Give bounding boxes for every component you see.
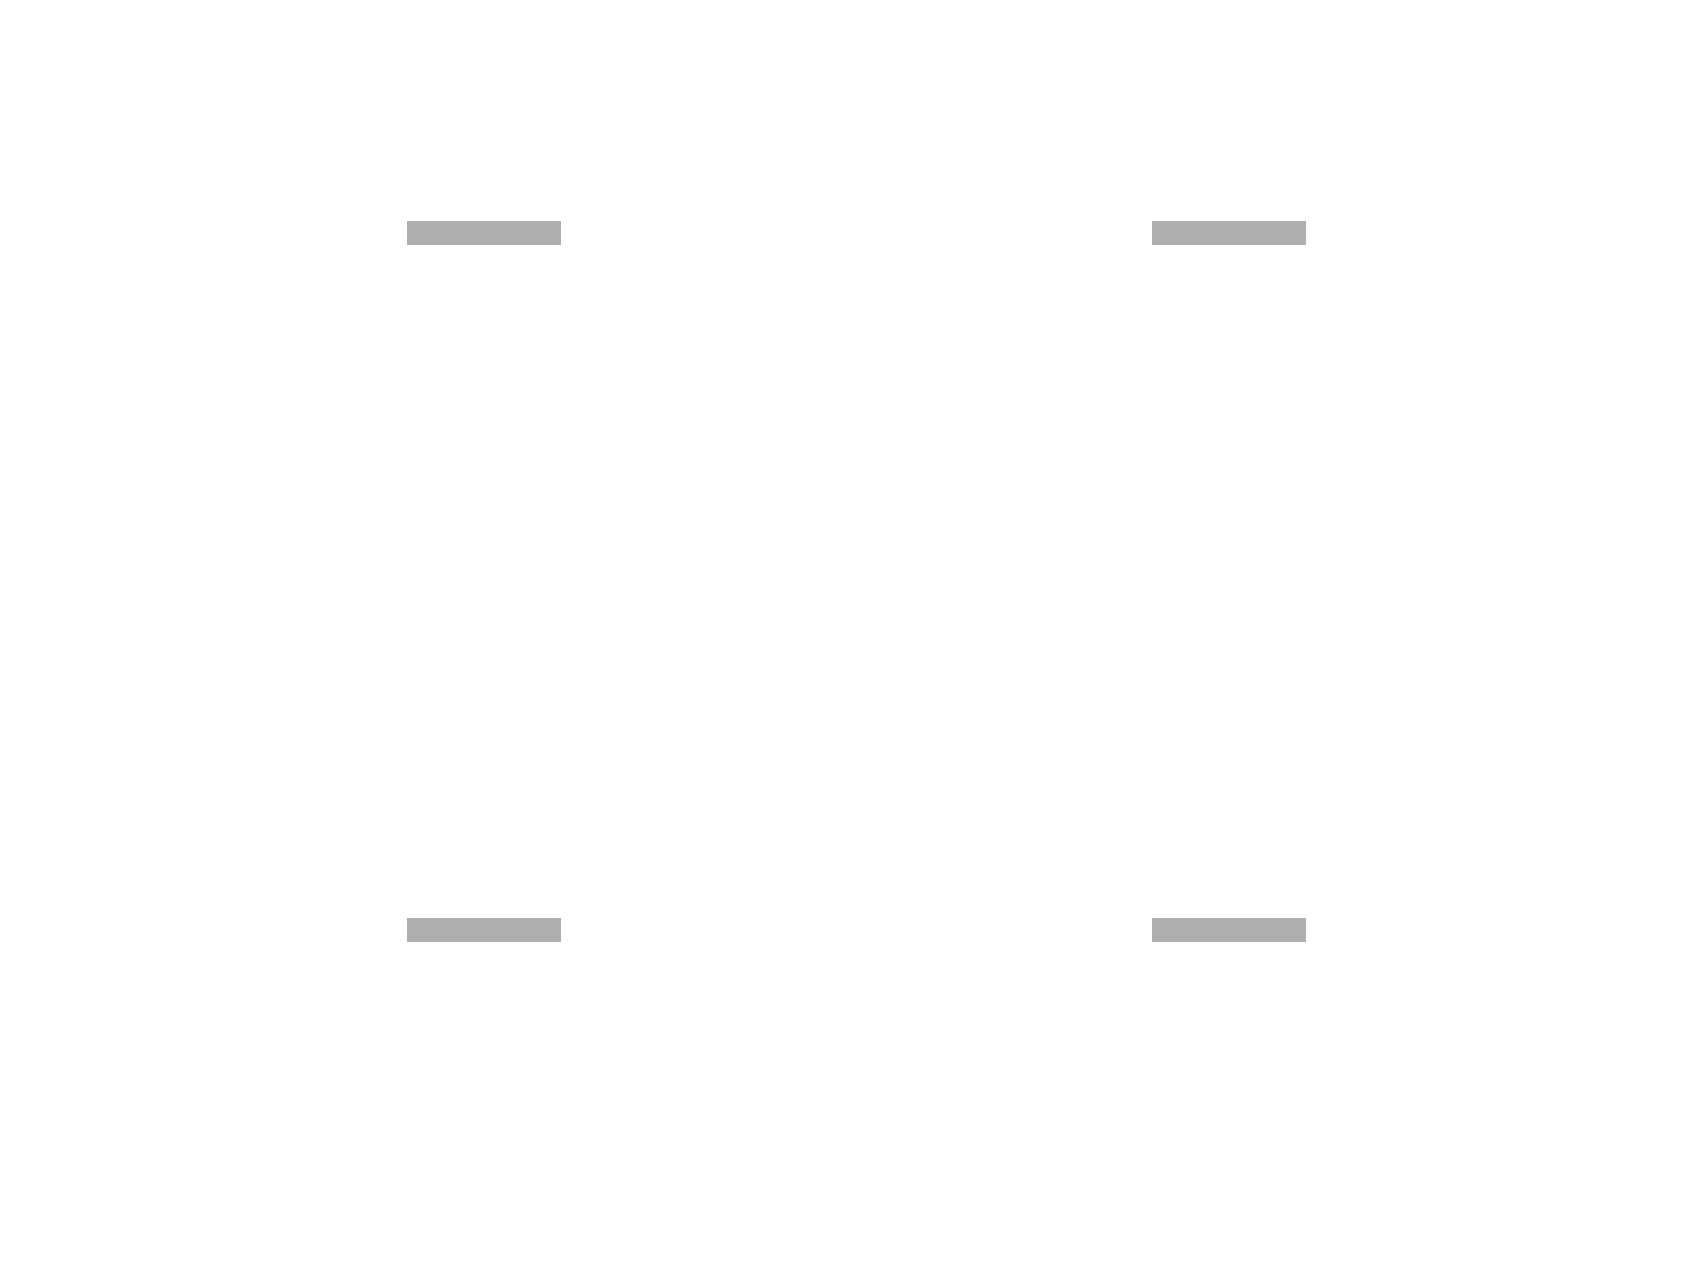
gray-bar-top-left bbox=[407, 221, 561, 245]
gray-bar-top-right bbox=[1152, 221, 1306, 245]
gray-bar-bottom-right bbox=[1152, 918, 1306, 942]
gray-bar-bottom-left bbox=[407, 918, 561, 942]
